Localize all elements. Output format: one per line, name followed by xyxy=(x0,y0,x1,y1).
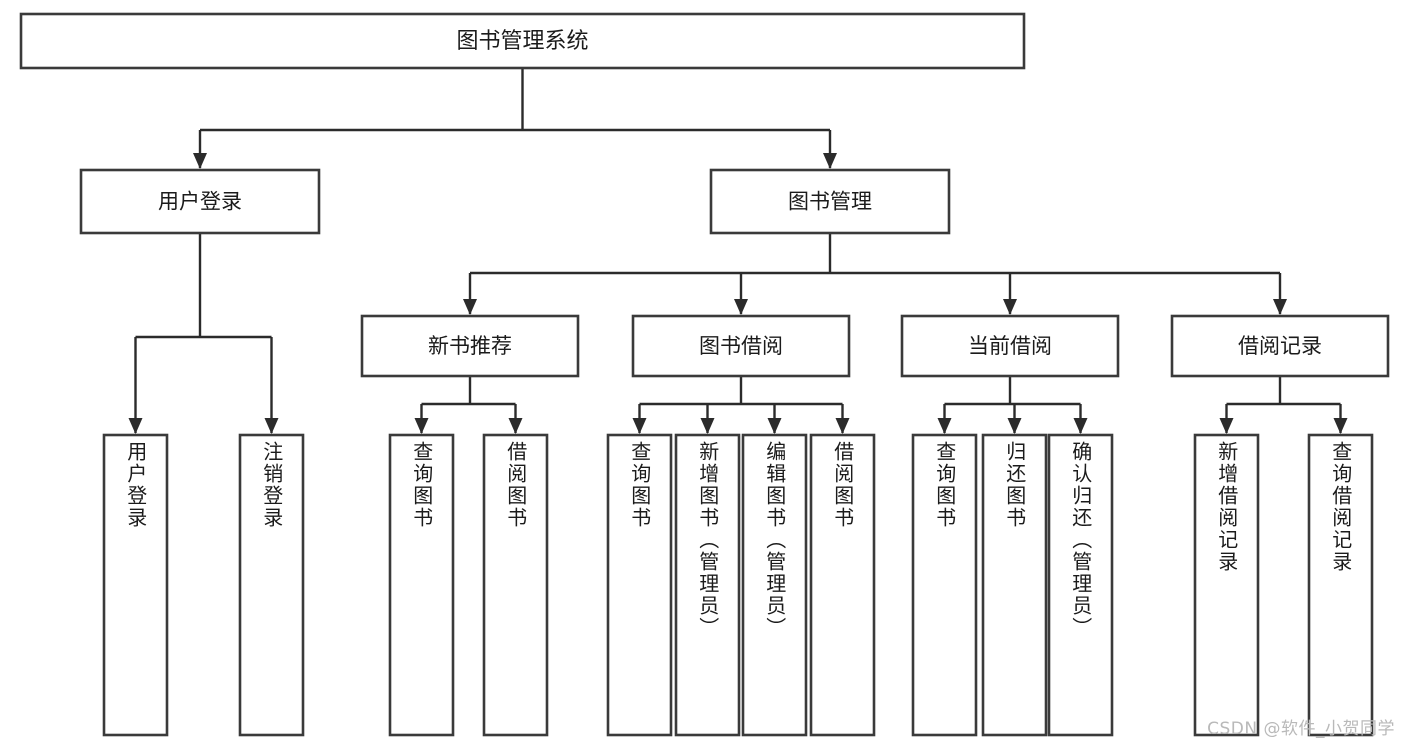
node-label-borrow-record: 借阅记录 xyxy=(1238,334,1322,358)
arrow-head-icon xyxy=(767,418,782,434)
connector-layer xyxy=(128,68,1348,434)
arrow-head-icon xyxy=(734,299,748,315)
node-label-图书管理系统: 图书管理系统 xyxy=(456,29,588,54)
node-box-leaf-query-book-c[interactable] xyxy=(911,433,978,737)
arrow-head-icon xyxy=(508,418,523,434)
node-box-leaf-edit-book[interactable] xyxy=(741,433,808,737)
arrow-head-icon xyxy=(264,418,279,434)
node-box-leaf-borrow-book-rec[interactable] xyxy=(482,433,549,737)
node-box-book-borrow[interactable] xyxy=(631,314,851,378)
arrow-head-icon xyxy=(1219,418,1234,434)
arrow-head-icon xyxy=(823,153,837,169)
node-box-leaf-query-book-b[interactable] xyxy=(606,433,673,737)
node-box-leaf-add-record[interactable] xyxy=(1193,433,1260,737)
arrow-head-icon xyxy=(632,418,647,434)
node-box-leaf-return-book[interactable] xyxy=(981,433,1048,737)
arrow-head-icon xyxy=(1073,418,1088,434)
node-box-leaf-confirm-return[interactable] xyxy=(1047,433,1114,737)
node-layer xyxy=(19,12,1390,737)
node-box-leaf-add-book[interactable] xyxy=(674,433,741,737)
node-box-leaf-query-record[interactable] xyxy=(1307,433,1374,737)
node-box-current-borrow[interactable] xyxy=(900,314,1120,378)
arrow-head-icon xyxy=(700,418,715,434)
arrow-head-icon xyxy=(414,418,429,434)
node-label-new-book-rec: 新书推荐 xyxy=(428,334,512,358)
node-box-leaf-user-login[interactable] xyxy=(102,433,169,737)
node-box-borrow-record[interactable] xyxy=(1170,314,1390,378)
arrow-head-icon xyxy=(1273,299,1287,315)
node-label-book-manage: 图书管理 xyxy=(788,190,872,214)
node-box-user-login[interactable] xyxy=(79,168,321,235)
node-box-leaf-query-book-rec[interactable] xyxy=(388,433,455,737)
arrow-head-icon xyxy=(463,299,477,315)
node-box-图书管理系统[interactable] xyxy=(19,12,1026,70)
arrow-head-icon xyxy=(193,153,207,169)
arrow-head-icon xyxy=(128,418,143,434)
arrow-head-icon xyxy=(1007,418,1022,434)
node-box-new-book-rec[interactable] xyxy=(360,314,580,378)
node-box-leaf-logout[interactable] xyxy=(238,433,305,737)
arrow-head-icon xyxy=(1003,299,1017,315)
node-box-leaf-borrow-book-b[interactable] xyxy=(809,433,876,737)
node-label-user-login: 用户登录 xyxy=(158,190,242,214)
arrow-head-icon xyxy=(1333,418,1348,434)
node-box-book-manage[interactable] xyxy=(709,168,951,235)
arrow-head-icon xyxy=(835,418,850,434)
node-label-current-borrow: 当前借阅 xyxy=(968,334,1052,358)
arrow-head-icon xyxy=(937,418,952,434)
node-label-book-borrow: 图书借阅 xyxy=(699,334,783,358)
watermark-text: CSDN @软件_小贺同学 xyxy=(1207,719,1395,739)
